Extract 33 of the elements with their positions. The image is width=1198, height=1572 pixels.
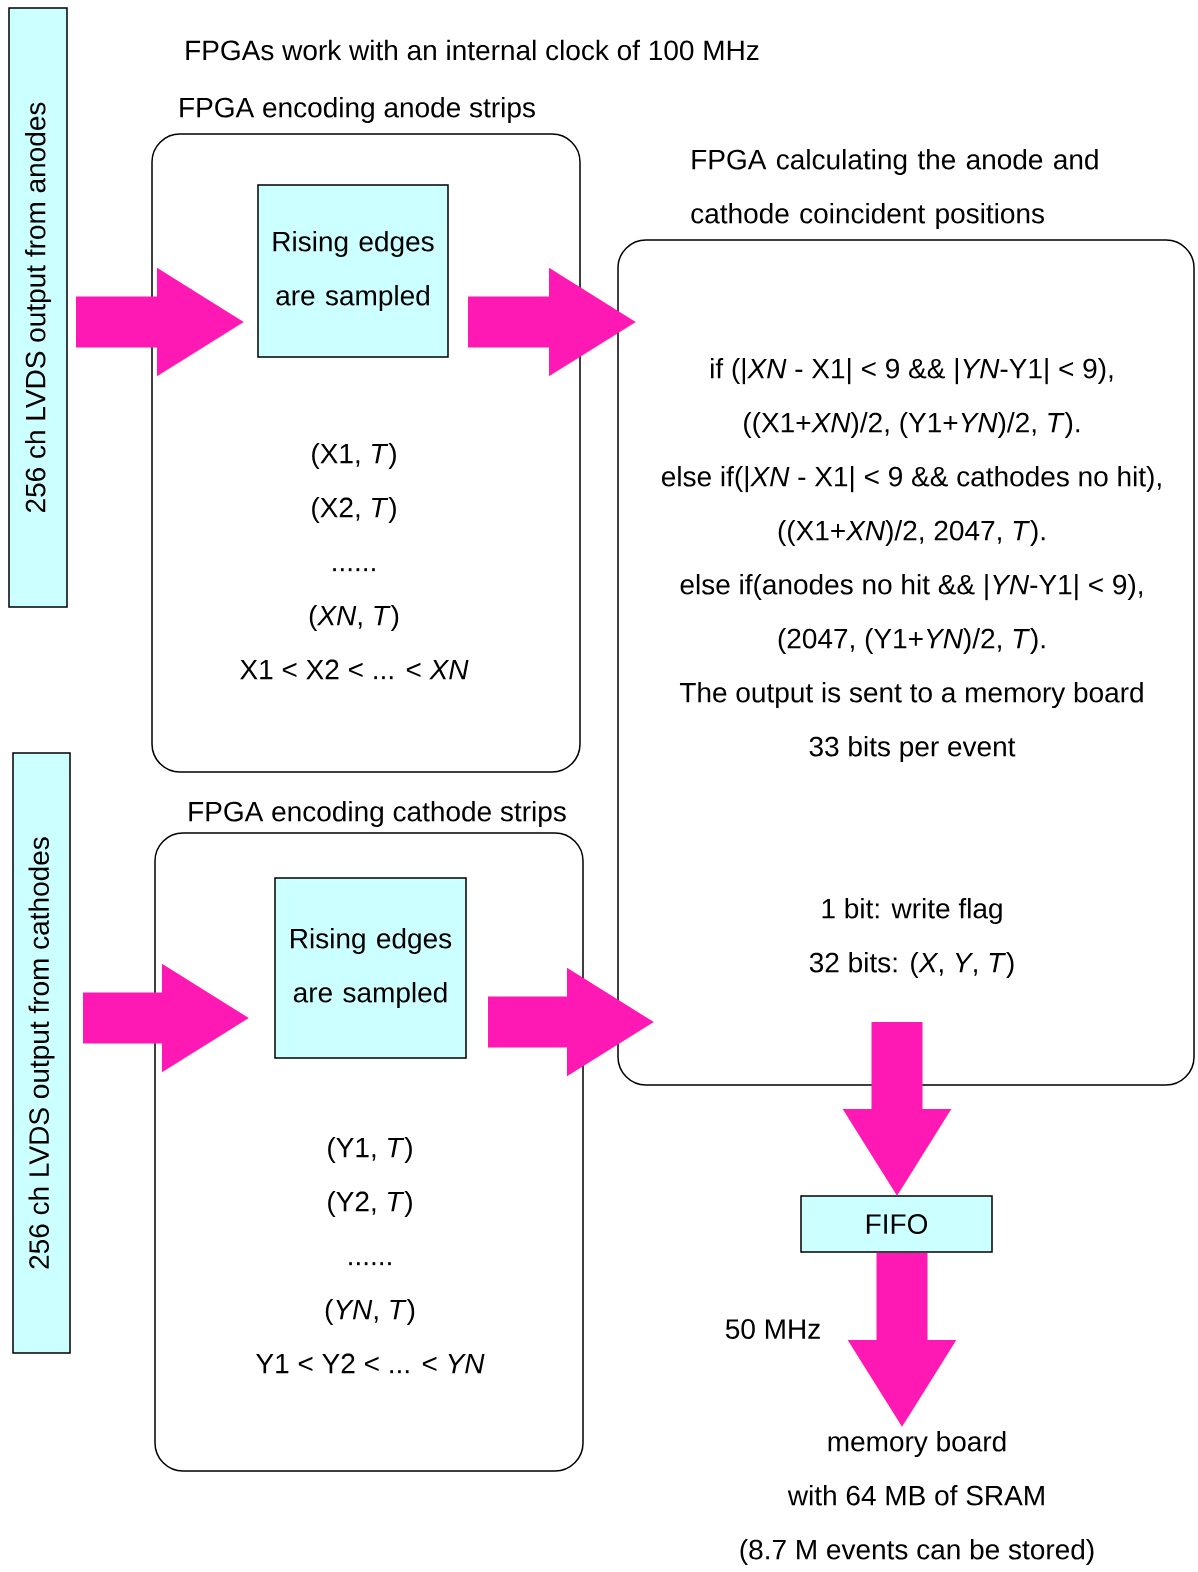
node-label: (X2, T) xyxy=(312,496,396,523)
node-label: (X1, T) xyxy=(312,442,396,469)
process-box: Rising edges are sampled xyxy=(274,877,467,1059)
node-label: 33 bits per event xyxy=(809,735,1016,763)
bit-format-text: 1 bit: write flag 32 bits: (X, Y, T) xyxy=(809,898,1014,979)
node-label: if (|XN - X1| < 9 && |YN-Y1| < 9), xyxy=(711,357,1113,385)
node-label: (XN, T) xyxy=(309,604,399,631)
signal-list: (X1, T) (X2, T) ...... (XN, T) X1 < X2 < ... < XN xyxy=(240,442,469,680)
memory-board-text: memory board with 64 MB of SRAM (8.7 M events can be stored) xyxy=(740,1431,1094,1566)
node-label: (Y2, T) xyxy=(328,1190,412,1217)
note-text: FPGAs work with an internal clock of 100 MHz xyxy=(186,39,759,61)
node-label: ((X1+XN)/2, (Y1+YN)/2, T). xyxy=(744,411,1080,439)
node-label: ...... xyxy=(349,1262,391,1266)
node-label: (YN, T) xyxy=(325,1298,415,1325)
signal-list: (Y1, T) (Y2, T) ...... (YN, T) Y1 < Y2 < ... < YN xyxy=(256,1136,485,1374)
input-box: 256 ch LVDS output from cathodes xyxy=(12,752,71,1354)
box-heading: FPGA encoding cathode strips xyxy=(189,800,566,828)
node-label: (2047, (Y1+YN)/2, T). xyxy=(778,627,1045,655)
node-label: ((X1+XN)/2, 2047, T). xyxy=(778,519,1045,547)
box-heading: FPGA encoding anode strips xyxy=(180,96,535,124)
node-label: Y1 < Y2 < ... < YN xyxy=(256,1353,485,1374)
node-label: else if(anodes no hit && |YN-Y1| < 9), xyxy=(680,573,1143,601)
process-box: Rising edges are sampled xyxy=(257,184,449,358)
node-label: ...... xyxy=(333,568,375,572)
node-label: (Y1, T) xyxy=(328,1136,412,1163)
condition-text: if (|XN - X1| < 9 && |YN-Y1| < 9), ((X1+XN)/2, (Y1+YN)/2, T). else if(|XN - X1| < 9 && cathodes no hit), ((X1+XN)/2, 2047, T). else if(anodes no hit && |YN-Y1| < 9), (2047, (Y1+YN)/2, T). The output is sent to a memory board 33 bits per event xyxy=(661,358,1161,763)
node-label: The output is sent to a memory board xyxy=(679,681,1143,709)
box-heading: FPGA calculating the anode and cathode coincident positions xyxy=(691,148,1098,230)
input-box: 256 ch LVDS output from anodes xyxy=(8,7,68,608)
process-box: FIFO xyxy=(800,1195,993,1253)
edge-label: 50 MHz xyxy=(722,1317,824,1341)
node-label: X1 < X2 < ... < XN xyxy=(240,659,469,680)
node-label: else if(|XN - X1| < 9 && cathodes no hit), xyxy=(661,465,1161,493)
